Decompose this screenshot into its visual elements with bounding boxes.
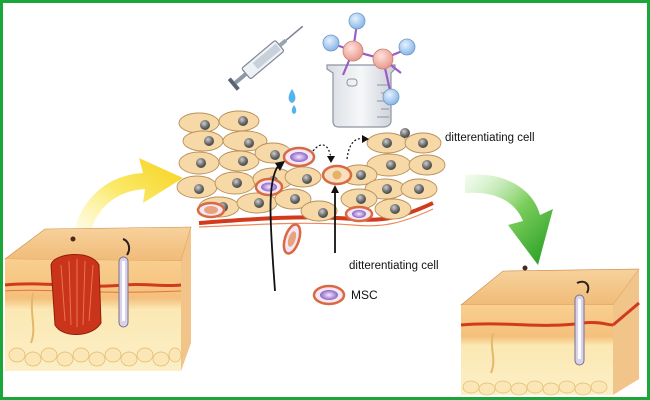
legend-msc: MSC <box>312 284 378 306</box>
wounded-skin-illustration <box>4 226 192 371</box>
label-differentiating-cell-top: ditterentiating cell <box>445 132 535 144</box>
healed-skin-illustration <box>460 265 640 396</box>
cell-nuclei <box>194 116 432 218</box>
transplant-arrow-yellow <box>73 158 183 239</box>
beaker-icon <box>326 64 396 128</box>
healing-arrow-green <box>465 174 553 265</box>
diagram-canvas: ditterentiating cell ditterentiating cel… <box>4 12 640 396</box>
label-differentiating-cell-bottom: ditterentiating cell <box>349 260 439 272</box>
msc-cells <box>196 143 374 255</box>
legend-msc-label: MSC <box>351 288 378 302</box>
migration-arrows <box>269 162 336 292</box>
tissue-cell-cluster <box>176 110 446 292</box>
molecule-icon <box>322 12 416 106</box>
syringe-icon <box>227 25 304 114</box>
